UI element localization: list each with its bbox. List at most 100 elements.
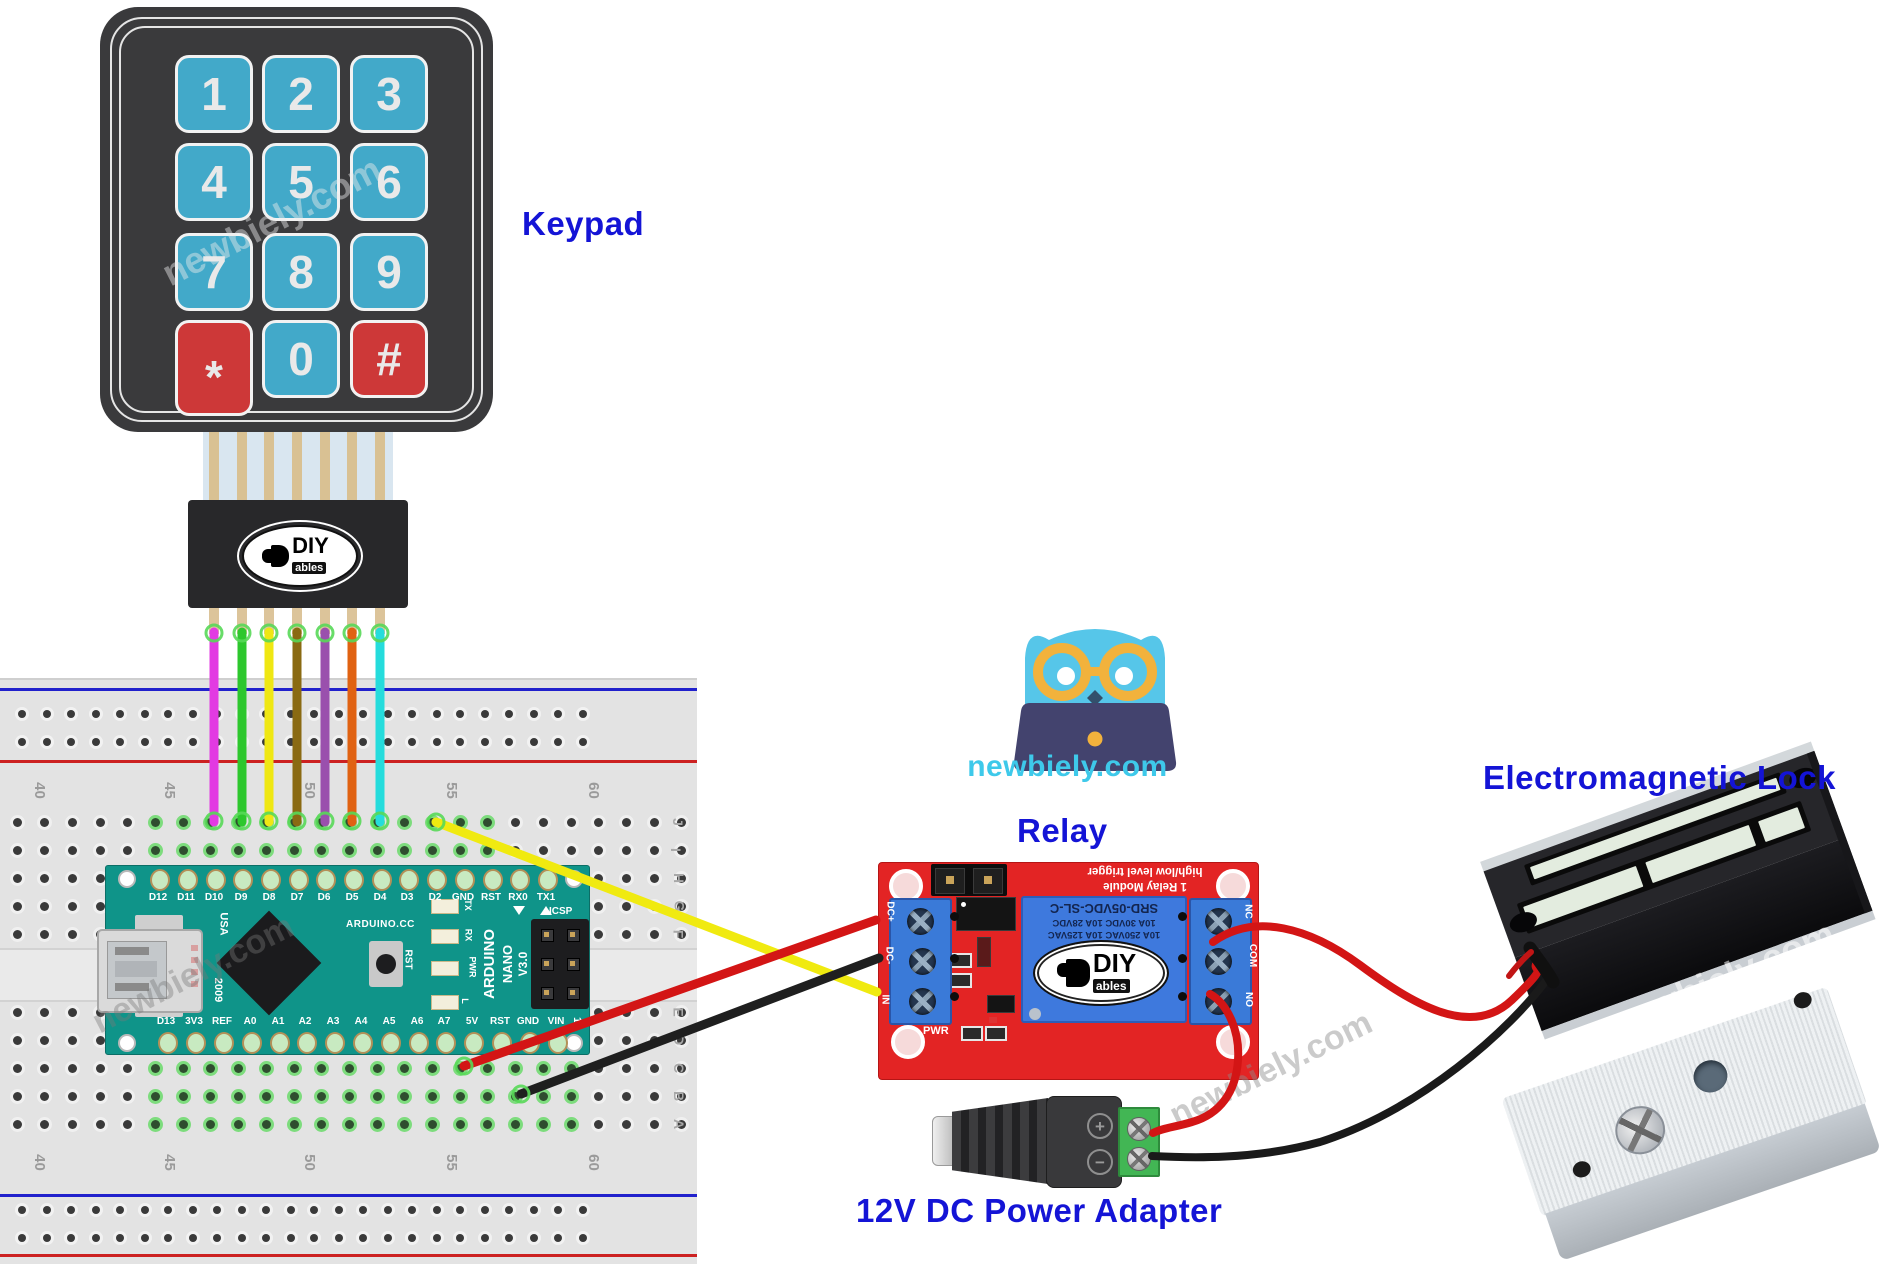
rail-hole[interactable] (140, 710, 149, 718)
terminal-screw[interactable] (1127, 1117, 1151, 1141)
rail-hole[interactable] (116, 1206, 124, 1214)
keypad-key-*[interactable]: * (175, 320, 253, 416)
breadboard-hole[interactable] (67, 1007, 77, 1017)
rail-hole[interactable] (116, 738, 124, 746)
breadboard-hole[interactable] (511, 845, 521, 855)
breadboard-hole[interactable] (40, 1091, 50, 1101)
rail-hole[interactable] (505, 710, 513, 718)
breadboard-hole[interactable] (317, 1063, 327, 1073)
rail-hole[interactable] (383, 738, 392, 746)
breadboard-hole[interactable] (206, 817, 216, 827)
breadboard-hole[interactable] (123, 1063, 133, 1073)
breadboard-hole[interactable] (621, 817, 631, 827)
rail-hole[interactable] (456, 738, 464, 746)
rail-hole[interactable] (164, 1234, 172, 1242)
rail-hole[interactable] (116, 1234, 124, 1242)
keypad-key-2[interactable]: 2 (262, 55, 340, 133)
breadboard-hole[interactable] (289, 1091, 299, 1101)
keypad-key-8[interactable]: 8 (262, 233, 340, 311)
rail-hole[interactable] (188, 738, 197, 746)
breadboard-hole[interactable] (621, 901, 631, 911)
breadboard-hole[interactable] (400, 1119, 410, 1129)
rail-hole[interactable] (334, 1234, 343, 1242)
breadboard-hole[interactable] (594, 1063, 604, 1073)
rail-hole[interactable] (408, 1234, 416, 1242)
breadboard-hole[interactable] (12, 845, 22, 855)
breadboard-hole[interactable] (206, 1091, 216, 1101)
breadboard-hole[interactable] (40, 1063, 50, 1073)
breadboard-hole[interactable] (234, 817, 244, 827)
breadboard-hole[interactable] (40, 1035, 50, 1045)
rail-hole[interactable] (554, 1234, 562, 1242)
rail-hole[interactable] (554, 710, 562, 718)
rail-hole[interactable] (237, 1234, 246, 1242)
rail-hole[interactable] (18, 738, 26, 746)
rail-hole[interactable] (432, 1206, 441, 1214)
rail-hole[interactable] (578, 710, 587, 718)
rail-hole[interactable] (578, 1234, 587, 1242)
breadboard-hole[interactable] (621, 845, 631, 855)
breadboard-hole[interactable] (344, 817, 354, 827)
rail-hole[interactable] (310, 738, 318, 746)
breadboard-hole[interactable] (178, 1063, 188, 1073)
breadboard-hole[interactable] (428, 1091, 437, 1101)
breadboard-hole[interactable] (123, 1119, 133, 1129)
breadboard-hole[interactable] (621, 1063, 631, 1073)
keypad-key-7[interactable]: 7 (175, 233, 253, 311)
rail-hole[interactable] (456, 1234, 464, 1242)
breadboard-hole[interactable] (594, 1119, 604, 1129)
rail-hole[interactable] (286, 1234, 295, 1242)
breadboard-hole[interactable] (566, 845, 576, 855)
breadboard-hole[interactable] (677, 1119, 687, 1129)
breadboard-hole[interactable] (12, 1091, 22, 1101)
rail-hole[interactable] (67, 1234, 75, 1242)
breadboard-hole[interactable] (40, 1119, 50, 1129)
breadboard-hole[interactable] (67, 929, 77, 939)
breadboard-hole[interactable] (372, 1119, 382, 1129)
rail-hole[interactable] (432, 738, 441, 746)
breadboard-hole[interactable] (372, 817, 382, 827)
breadboard-hole[interactable] (649, 1091, 659, 1101)
breadboard-hole[interactable] (455, 1091, 465, 1101)
rail-hole[interactable] (67, 710, 75, 718)
breadboard-hole[interactable] (344, 1091, 354, 1101)
breadboard-hole[interactable] (289, 1063, 299, 1073)
rail-hole[interactable] (310, 1234, 318, 1242)
breadboard-hole[interactable] (40, 1007, 50, 1017)
breadboard-hole[interactable] (344, 845, 354, 855)
breadboard-hole[interactable] (234, 1119, 244, 1129)
breadboard-hole[interactable] (566, 817, 576, 827)
terminal-screw[interactable] (1205, 908, 1232, 935)
rail-hole[interactable] (42, 1234, 51, 1242)
rail-hole[interactable] (359, 1234, 367, 1242)
breadboard-hole[interactable] (455, 845, 465, 855)
breadboard-hole[interactable] (594, 1091, 604, 1101)
rail-hole[interactable] (456, 1206, 464, 1214)
rail-hole[interactable] (529, 1234, 538, 1242)
rail-hole[interactable] (408, 1206, 416, 1214)
breadboard-hole[interactable] (594, 929, 604, 939)
breadboard-hole[interactable] (40, 845, 50, 855)
breadboard-hole[interactable] (594, 901, 604, 911)
rail-hole[interactable] (42, 738, 51, 746)
keypad-key-#[interactable]: # (350, 320, 428, 398)
rail-hole[interactable] (359, 738, 367, 746)
keypad-key-6[interactable]: 6 (350, 143, 428, 221)
rail-hole[interactable] (188, 710, 197, 718)
breadboard-hole[interactable] (317, 1091, 327, 1101)
terminal-screw[interactable] (909, 988, 936, 1015)
breadboard-hole[interactable] (400, 817, 410, 827)
breadboard-hole[interactable] (67, 817, 77, 827)
rail-hole[interactable] (432, 1234, 441, 1242)
breadboard-hole[interactable] (621, 1007, 631, 1017)
breadboard-hole[interactable] (206, 1119, 216, 1129)
breadboard-hole[interactable] (483, 1119, 493, 1129)
breadboard-hole[interactable] (261, 1063, 271, 1073)
breadboard-hole[interactable] (40, 873, 50, 883)
breadboard-hole[interactable] (455, 1119, 465, 1129)
breadboard-hole[interactable] (649, 1063, 659, 1073)
rail-hole[interactable] (310, 1206, 318, 1214)
rail-hole[interactable] (334, 1206, 343, 1214)
breadboard-hole[interactable] (594, 1007, 604, 1017)
breadboard-hole[interactable] (206, 845, 216, 855)
